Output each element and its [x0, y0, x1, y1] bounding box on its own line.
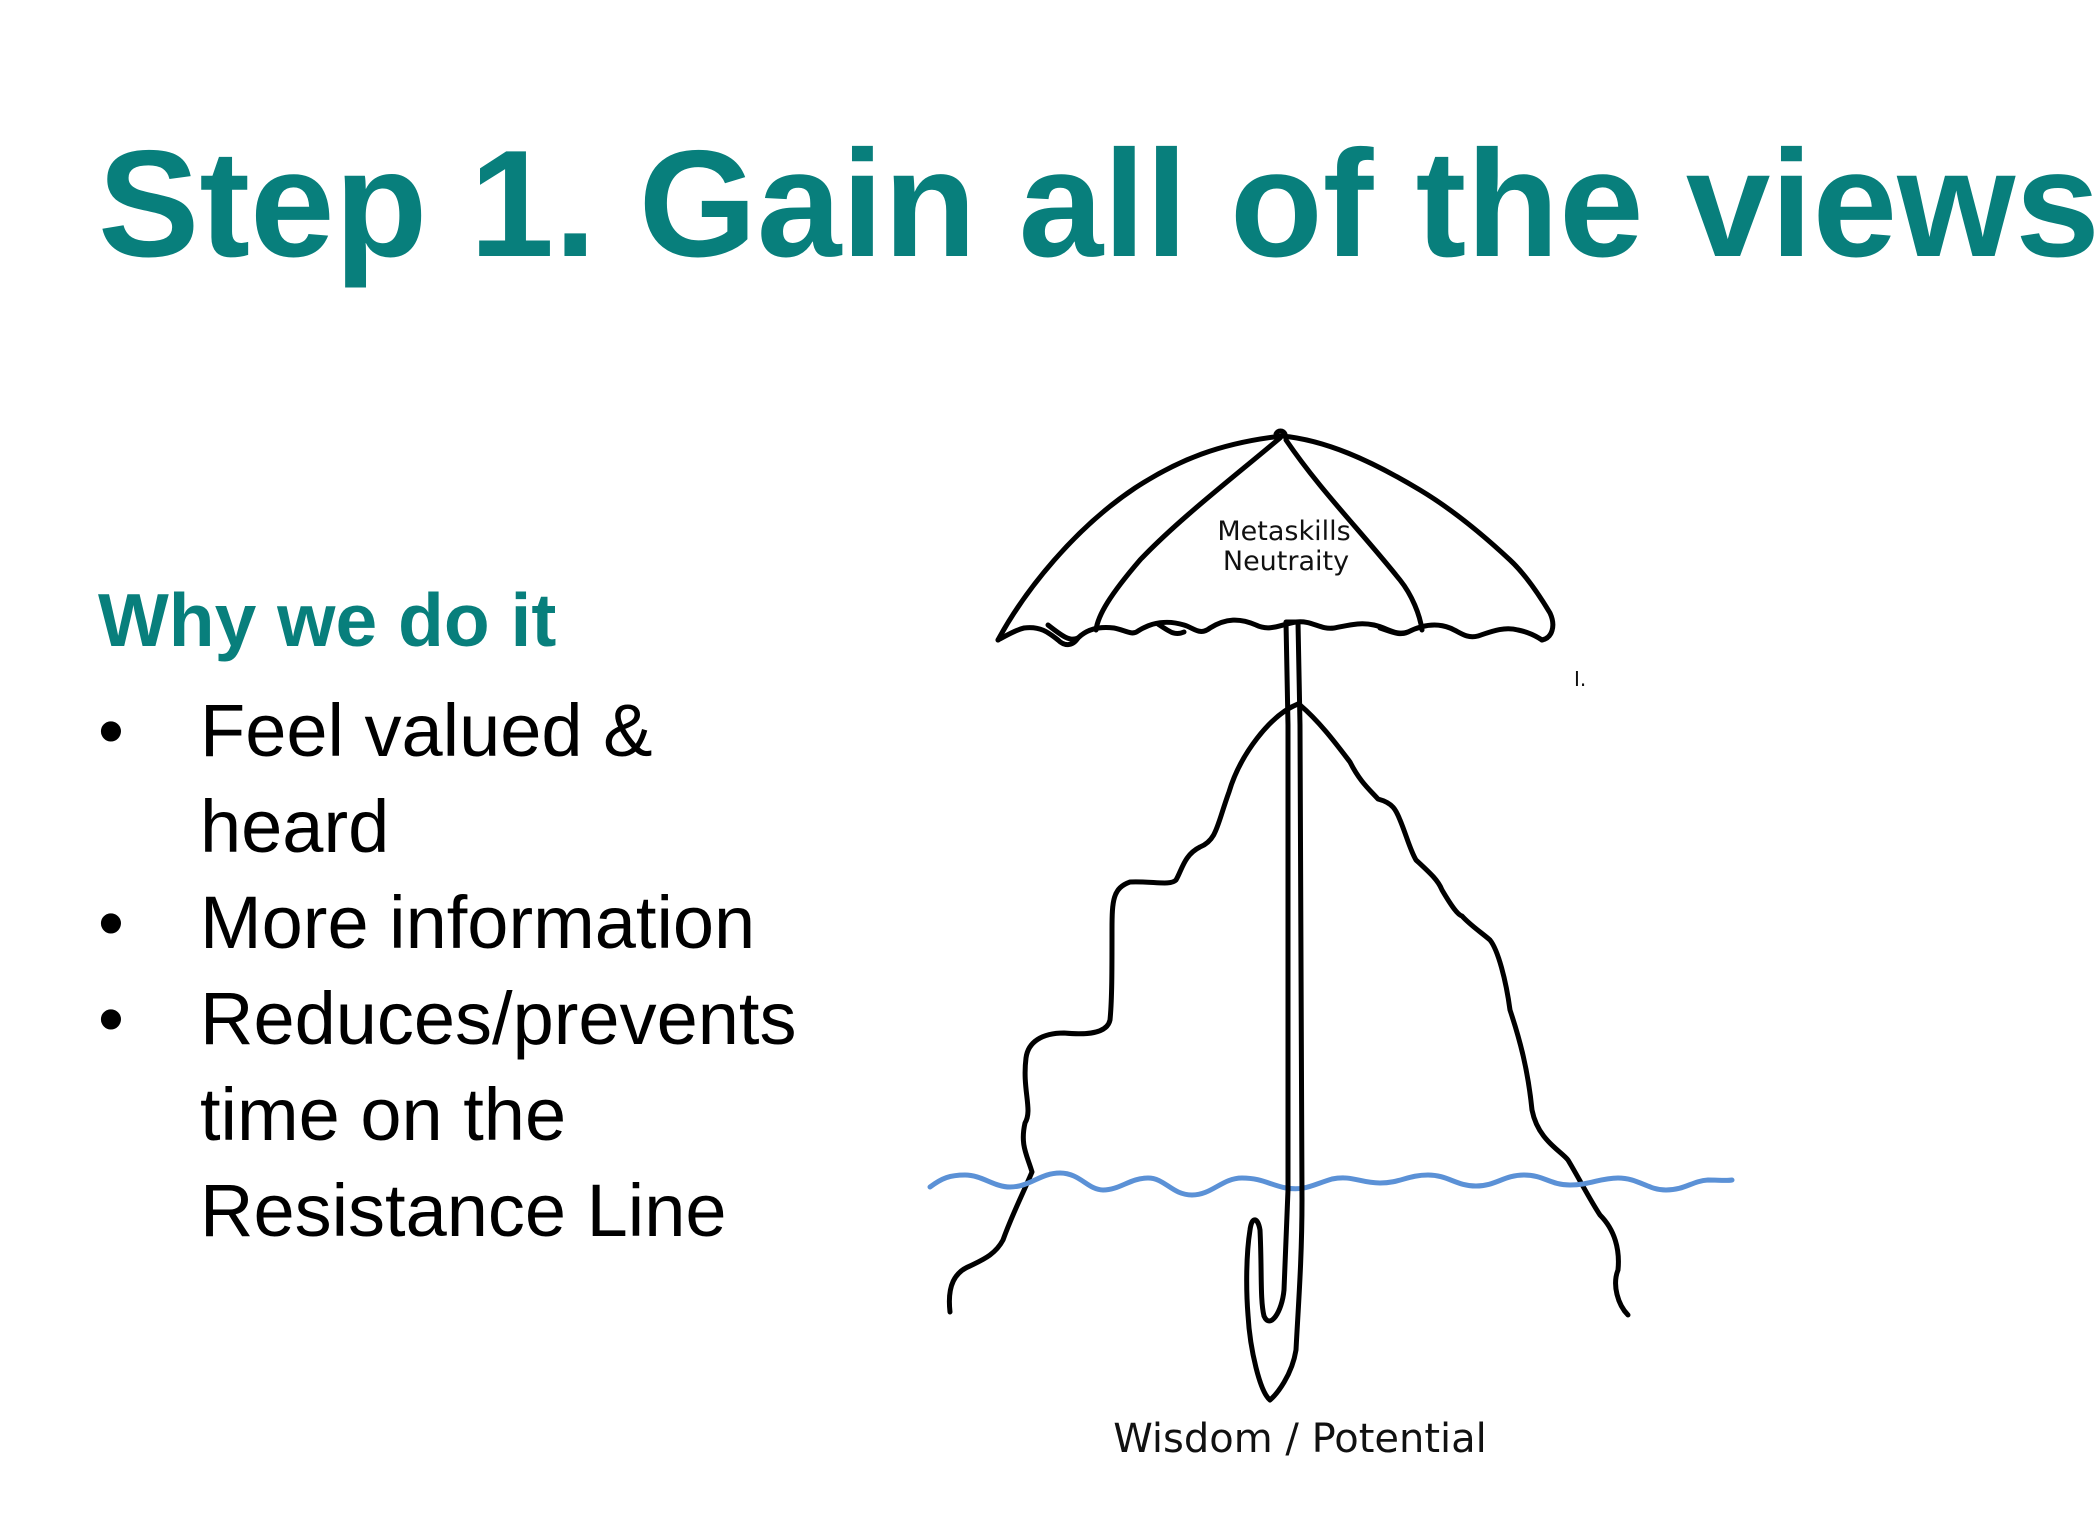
umbrella-label-bottom: Neutraity — [1223, 546, 1349, 577]
bullet-text: Reduces/prevents time on the Resistance … — [200, 977, 797, 1252]
bullet-marker: • — [98, 881, 124, 964]
bullet-marker: • — [98, 977, 124, 1060]
iceberg-outline — [946, 701, 1631, 1318]
slide-title: Step 1. Gain all of the views — [98, 119, 2100, 289]
bullet-item: • More information — [98, 875, 858, 971]
bullet-item: • Reduces/prevents time on the Resistanc… — [98, 971, 858, 1259]
bullet-item: • Feel valued & heard — [98, 683, 858, 875]
umbrella-icon: Metaskills Neutraity — [995, 428, 1556, 1403]
bullet-text: More information — [200, 881, 756, 964]
bullet-marker: • — [98, 689, 124, 772]
umbrella-label-top: Metaskills — [1217, 516, 1350, 547]
bullet-text: Feel valued & heard — [200, 689, 653, 868]
umbrella-iceberg-diagram: Metaskills Neutraity I. Wisdom / Potenti… — [927, 428, 1735, 1462]
water-line — [927, 1170, 1735, 1198]
section-heading: Why we do it — [98, 578, 557, 662]
bullet-list: • Feel valued & heard • More information… — [98, 683, 858, 1259]
side-mark: I. — [1574, 667, 1586, 691]
diagram-caption: Wisdom / Potential — [1113, 1416, 1487, 1462]
